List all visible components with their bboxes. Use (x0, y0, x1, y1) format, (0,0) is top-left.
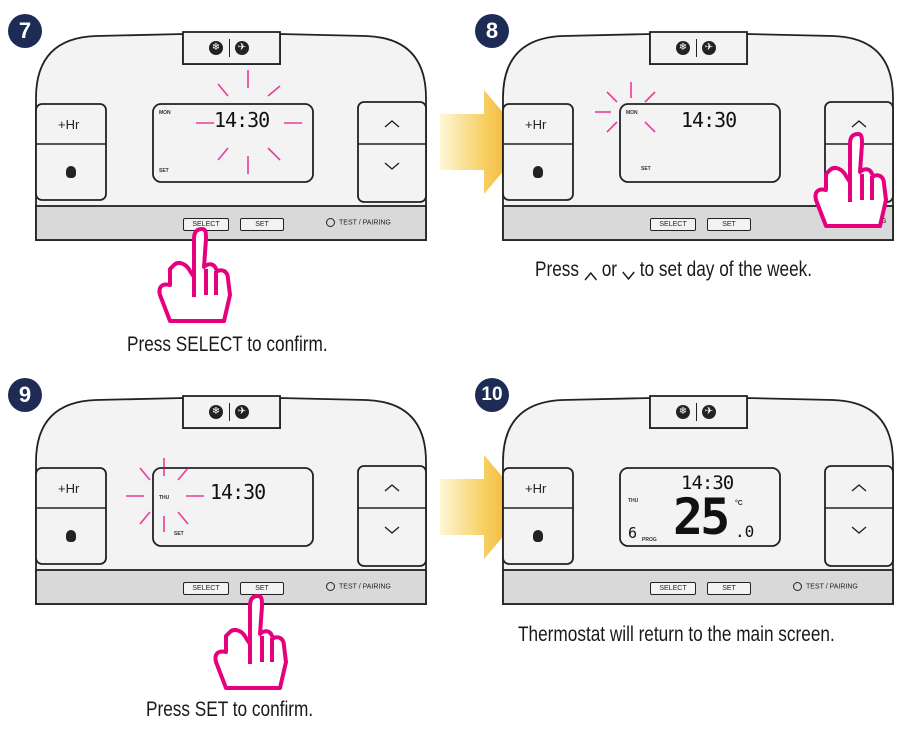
lcd-time: 14:30 (214, 108, 270, 132)
thermostat-body (502, 395, 894, 605)
lcd-time: 14:30 (681, 472, 734, 494)
step-7-panel: 7 ❄ ✈ +Hr MON 14:30 SET SELECT SET TEST … (8, 14, 427, 244)
lcd-day: MON (626, 110, 638, 116)
pointing-hand-icon (157, 227, 232, 323)
plus-hr-button[interactable]: +Hr (58, 481, 80, 496)
caption-text: to set day of the week. (639, 258, 813, 281)
mode-divider (229, 403, 230, 421)
lcd-time: 14:30 (210, 480, 266, 504)
lcd-day: MON (159, 110, 171, 116)
hand-manual-icon[interactable] (533, 166, 543, 178)
test-pairing-button[interactable]: TEST / PAIRING (326, 582, 391, 591)
lcd-program-number: 6 (628, 524, 638, 542)
caption-text: Press (535, 258, 580, 281)
set-button[interactable]: SET (240, 218, 284, 231)
select-button[interactable]: SELECT (650, 582, 696, 595)
test-pairing-button[interactable]: TEST / PAIRING (326, 218, 391, 227)
caption-text: or (601, 258, 618, 281)
pointing-hand-icon (213, 594, 288, 690)
step-7-caption: Press SELECT to confirm. (127, 333, 328, 356)
lcd-temperature: 25 (673, 488, 730, 546)
test-pairing-label: TEST / PAIRING (806, 583, 858, 591)
snowflake-icon[interactable]: ❄ (209, 405, 223, 419)
test-pairing-label: TEST / PAIRING (339, 219, 391, 227)
pairing-circle-icon (793, 582, 802, 591)
airplane-icon[interactable]: ✈ (235, 405, 249, 419)
step-number-badge: 7 (8, 14, 42, 48)
select-button[interactable]: SELECT (650, 218, 696, 231)
set-button[interactable]: SET (707, 218, 751, 231)
plus-hr-button[interactable]: +Hr (525, 117, 547, 132)
snowflake-icon[interactable]: ❄ (676, 41, 690, 55)
plus-hr-button[interactable]: +Hr (525, 481, 547, 496)
set-button[interactable]: SET (707, 582, 751, 595)
step-number-badge: 9 (8, 378, 42, 412)
airplane-icon[interactable]: ✈ (702, 405, 716, 419)
lcd-set-indicator: SET (174, 531, 184, 537)
airplane-icon[interactable]: ✈ (235, 41, 249, 55)
test-pairing-label: TEST / PAIRING (339, 583, 391, 591)
airplane-icon[interactable]: ✈ (702, 41, 716, 55)
step-number-badge: 10 (475, 378, 509, 412)
mode-divider (696, 403, 697, 421)
chevron-down-icon (622, 264, 635, 281)
plus-hr-button[interactable]: +Hr (58, 117, 80, 132)
snowflake-icon[interactable]: ❄ (209, 41, 223, 55)
step-10-caption: Thermostat will return to the main scree… (518, 623, 835, 646)
hand-manual-icon[interactable] (66, 166, 76, 178)
step-number-badge: 8 (475, 14, 509, 48)
pairing-circle-icon (326, 218, 335, 227)
test-pairing-button[interactable]: TEST / PAIRING (793, 582, 858, 591)
set-button[interactable]: SET (240, 582, 284, 595)
lcd-prog-label: PROG (642, 537, 657, 543)
thermostat-body (35, 395, 427, 605)
lcd-day: THU (159, 495, 170, 501)
step-10-panel: 10 ❄ ✈ +Hr 14:30 THU 25 .0 °C 6 PROG SEL… (475, 378, 894, 608)
pointing-hand-icon (813, 132, 888, 228)
lcd-day: THU (628, 498, 639, 504)
lcd-unit: °C (735, 500, 743, 507)
step-8-caption: Press or to set day of the week. (535, 258, 812, 282)
pairing-circle-icon (326, 582, 335, 591)
chevron-up-icon (584, 264, 597, 282)
lcd-set-indicator: SET (159, 168, 169, 174)
select-button[interactable]: SELECT (183, 582, 229, 595)
mode-divider (696, 39, 697, 57)
step-9-panel: 9 ❄ ✈ +Hr THU 14:30 SET SELECT SET TEST … (8, 378, 427, 608)
lcd-set-indicator: SET (641, 166, 651, 172)
mode-divider (229, 39, 230, 57)
hand-manual-icon[interactable] (66, 530, 76, 542)
hand-manual-icon[interactable] (533, 530, 543, 542)
step-9-caption: Press SET to confirm. (146, 698, 314, 721)
lcd-time: 14:30 (681, 108, 737, 132)
lcd-temperature-decimal: .0 (735, 522, 755, 541)
snowflake-icon[interactable]: ❄ (676, 405, 690, 419)
thermostat-body (35, 31, 427, 241)
